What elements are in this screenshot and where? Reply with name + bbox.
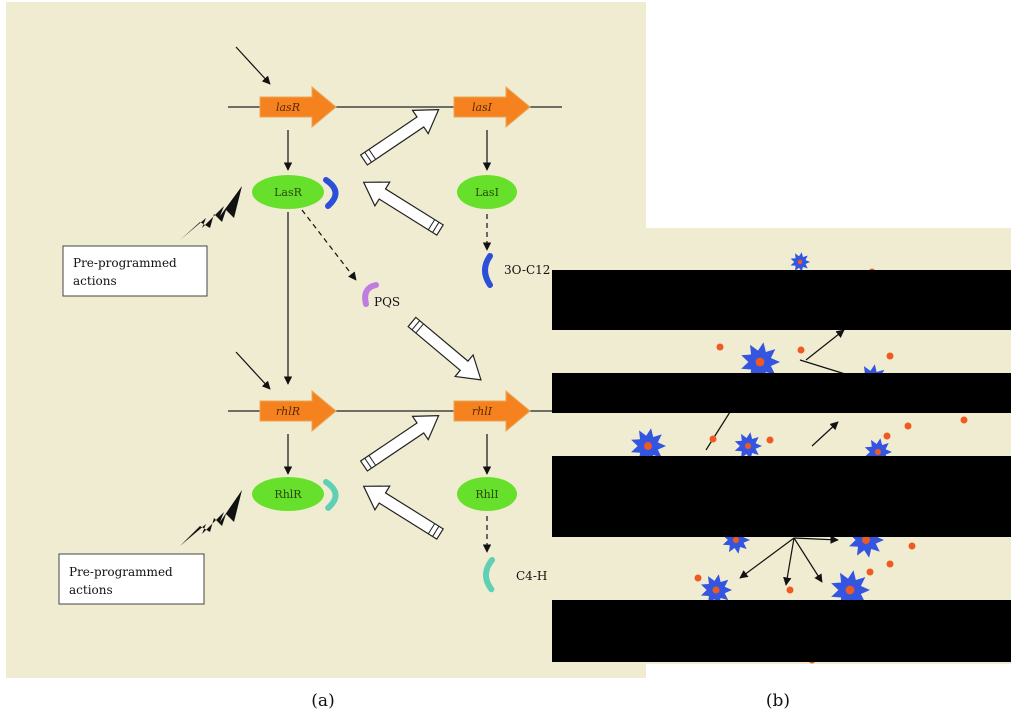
preprogrammed-box-bottom-line2: actions: [69, 583, 113, 597]
signal-dot: [960, 416, 968, 424]
molecule-c4: C4-H: [483, 557, 547, 593]
hollow-arrow-to-rhlR: [362, 485, 445, 540]
protein-LasR-label: LasR: [274, 186, 303, 199]
lasR-bound-ligand-icon: [323, 177, 339, 209]
rhlR-bound-ligand-icon: [323, 479, 339, 511]
lightning-bolt-icon-bottom: [180, 490, 242, 546]
gene-rhlR-label: rhlR: [276, 405, 300, 418]
gene-lasR: lasR: [259, 85, 337, 129]
gene-lasR-label: lasR: [276, 101, 300, 114]
bacterium-icon: [790, 252, 810, 272]
molecule-pqs-label: PQS: [374, 295, 400, 309]
lasR-to-pqs-arrow: [301, 209, 357, 281]
caption-b: (b): [766, 691, 790, 711]
bacterium-icon: [701, 574, 732, 606]
black-band: [552, 270, 1011, 330]
panel-a: lasR lasI rhlR rhlI LasR: [6, 2, 646, 678]
panel-b: [552, 228, 1011, 664]
preprogrammed-box-bottom: Pre-programmed actions: [58, 553, 205, 605]
signal-dot: [883, 432, 891, 440]
molecule-pqs: PQS: [362, 282, 400, 309]
protein-RhlR-label: RhlR: [274, 488, 302, 501]
molecule-c4-label: C4-H: [516, 569, 547, 583]
signal-dot: [904, 422, 912, 430]
signal-dot: [694, 574, 702, 582]
signal-line: [705, 411, 731, 451]
signal-arrow: [793, 535, 839, 544]
protein-RhlR: RhlR: [252, 477, 324, 511]
lightning-bolt-icon-top: [180, 186, 242, 240]
signal-arrow: [793, 537, 823, 583]
oxo-ligand-icon: [482, 253, 493, 288]
input-arrow-rhlR: [235, 351, 271, 390]
signal-arrow: [739, 537, 795, 579]
c4-ligand-icon: [483, 557, 495, 593]
hollow-arrow-to-rhlI: [359, 415, 440, 472]
bacterium-icon: [631, 428, 666, 464]
gene-rhlI: rhlI: [453, 389, 531, 433]
pqs-ligand-icon: [362, 282, 379, 307]
protein-LasR: LasR: [252, 175, 324, 209]
black-band: [552, 373, 1011, 413]
gene-lasI-label: lasI: [472, 101, 493, 114]
signal-dot: [886, 560, 894, 568]
gene-lasI: lasI: [453, 85, 531, 129]
bacteria-cluster: [631, 252, 892, 610]
signal-dot: [786, 586, 794, 594]
signal-arrow: [783, 537, 795, 586]
protein-LasI-label: LasI: [475, 186, 499, 199]
preprogrammed-box-bottom-line1: Pre-programmed: [69, 565, 173, 579]
protein-RhlI: RhlI: [457, 477, 517, 511]
black-band: [552, 456, 1011, 537]
gene-rhlR: rhlR: [259, 389, 337, 433]
signal-dot: [766, 436, 774, 444]
hollow-arrow-to-lasI: [359, 109, 440, 166]
hollow-arrow-pqs-to-rhlI: [407, 316, 482, 381]
caption-a: (a): [311, 691, 334, 711]
signal-arrow: [805, 329, 845, 361]
protein-LasI: LasI: [457, 175, 517, 209]
preprogrammed-box-top: Pre-programmed actions: [62, 245, 208, 297]
signal-dot: [886, 352, 894, 360]
input-arrow-lasR: [235, 46, 271, 85]
black-band: [552, 600, 1011, 662]
signal-dot: [866, 568, 874, 576]
signal-dot: [709, 435, 717, 443]
bacterium-icon: [734, 432, 762, 460]
signal-dot: [716, 343, 724, 351]
bacterium-icon: [831, 570, 870, 610]
molecule-oxo: 3O-C12: [482, 253, 550, 288]
protein-RhlI-label: RhlI: [475, 488, 498, 501]
preprogrammed-box-top-line2: actions: [73, 274, 117, 288]
hollow-arrow-to-lasR: [362, 181, 445, 236]
signal-dot: [908, 542, 916, 550]
signal-dot: [797, 346, 805, 354]
molecule-oxo-label: 3O-C12: [504, 263, 550, 277]
gene-rhlI-label: rhlI: [472, 405, 493, 418]
preprogrammed-box-top-line1: Pre-programmed: [73, 256, 177, 270]
bacterium-icon: [741, 342, 780, 382]
signal-arrow: [811, 421, 839, 447]
